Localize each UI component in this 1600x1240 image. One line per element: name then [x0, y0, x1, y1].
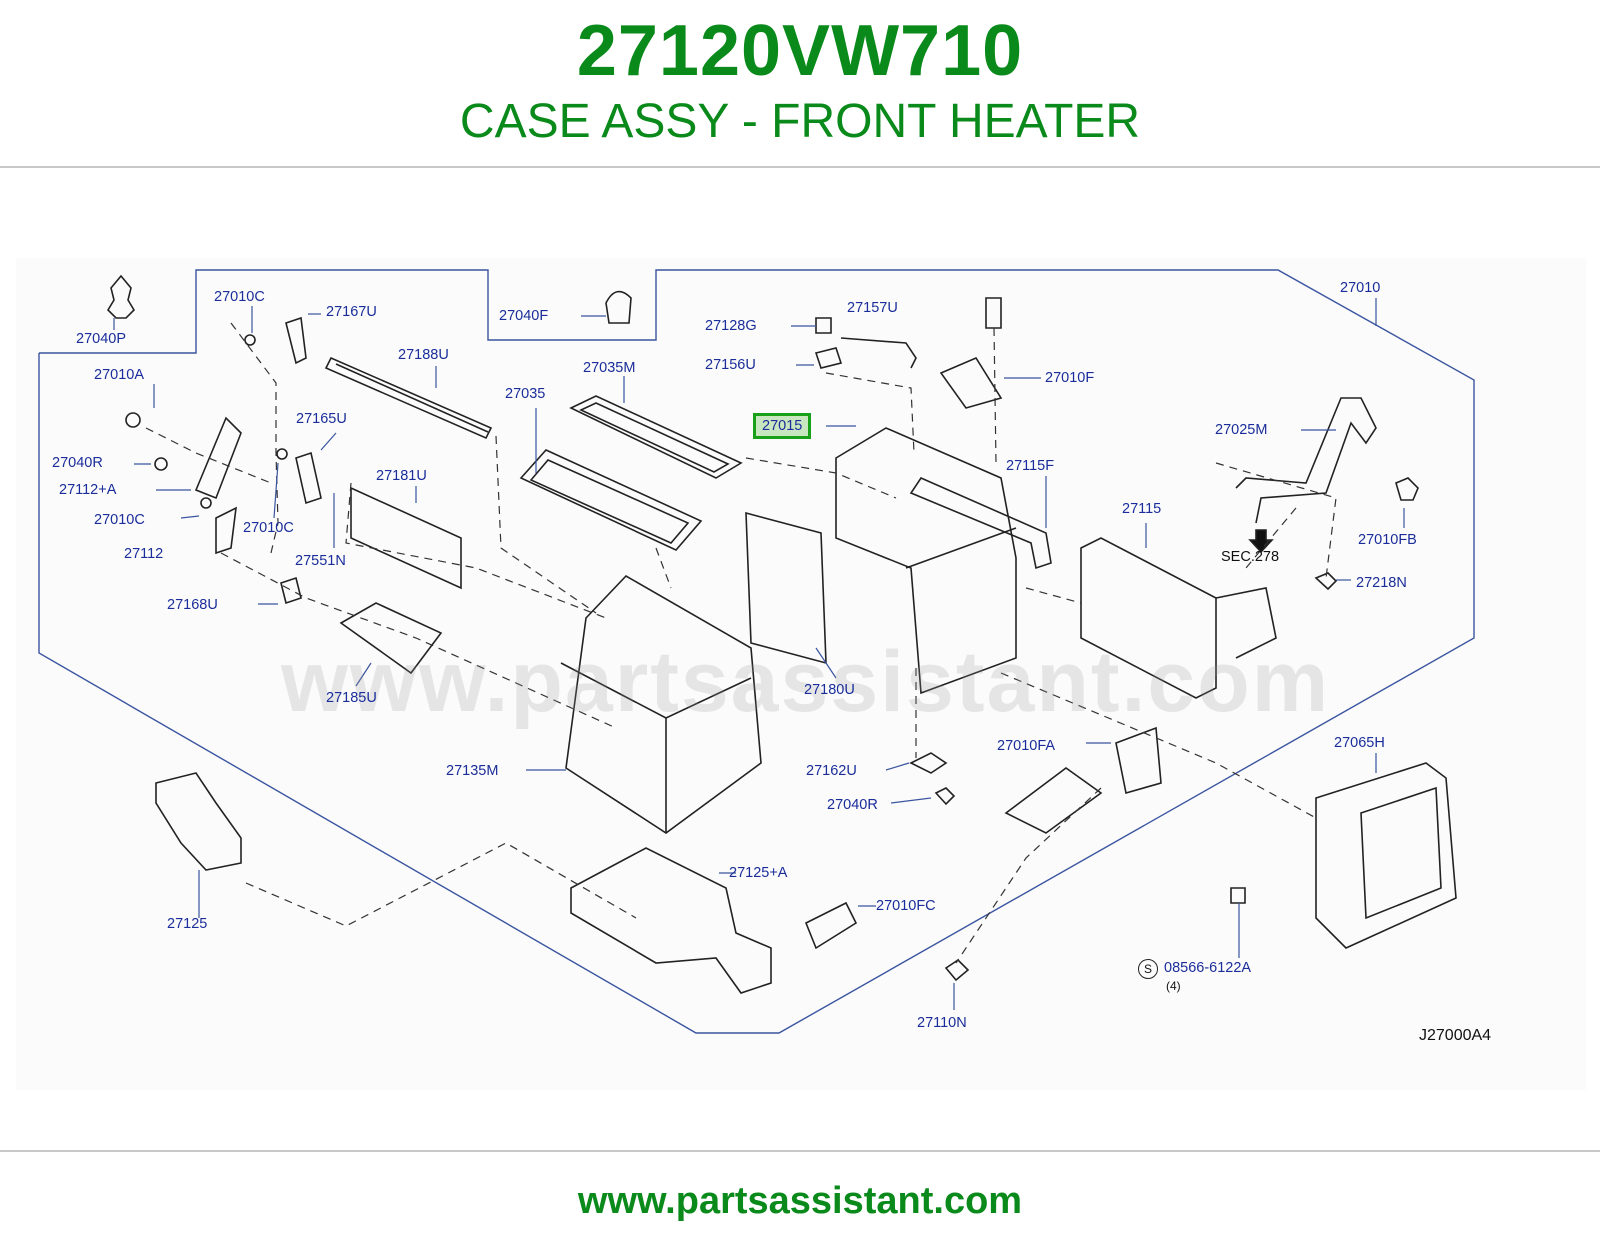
part-label[interactable]: 27185U: [326, 690, 377, 706]
part-label[interactable]: 27040R: [52, 455, 103, 471]
header-divider: [0, 166, 1600, 168]
footer-website[interactable]: www.partsassistant.com: [577, 1180, 1023, 1222]
part-label[interactable]: 27168U: [167, 597, 218, 613]
part-label[interactable]: 27115: [1122, 501, 1162, 517]
part-label[interactable]: 27010FB: [1358, 532, 1417, 548]
part-label[interactable]: 27112+A: [59, 482, 117, 498]
part-label[interactable]: 27112: [124, 546, 164, 562]
section-reference-label[interactable]: SEC.278: [1221, 549, 1280, 565]
part-label[interactable]: 27180U: [804, 682, 855, 698]
diagram-code: J27000A4: [1419, 1027, 1492, 1044]
part-label[interactable]: 27156U: [705, 357, 756, 373]
parts-diagram: www.partsassistant.com 27040P 27010C 271…: [16, 258, 1586, 1090]
part-drawings: [106, 274, 1457, 994]
part-label[interactable]: 27010C: [243, 520, 294, 536]
part-label[interactable]: 27167U: [326, 304, 377, 320]
part-label[interactable]: 27125+A: [729, 865, 788, 881]
watermark: www.partsassistant.com: [281, 634, 1331, 730]
part-label[interactable]: 27040R: [827, 797, 878, 813]
assembly-boundary: [38, 269, 1475, 1034]
part-label[interactable]: 27165U: [296, 411, 347, 427]
part-label[interactable]: 27010FC: [876, 898, 936, 914]
assembly-lines: [145, 322, 1337, 964]
part-label[interactable]: 27135M: [446, 763, 499, 779]
part-label[interactable]: 27110N: [917, 1015, 967, 1031]
part-label[interactable]: 27010C: [94, 512, 145, 528]
part-label[interactable]: 27188U: [398, 347, 449, 363]
part-label[interactable]: 27065H: [1334, 735, 1385, 751]
part-label[interactable]: 27025M: [1215, 422, 1268, 438]
part-number-title: 27120VW710: [576, 11, 1024, 91]
part-label[interactable]: 27040P: [76, 331, 126, 347]
part-label[interactable]: 27551N: [295, 553, 346, 569]
part-name-subtitle: CASE ASSY - FRONT HEATER: [459, 95, 1141, 148]
part-label[interactable]: 27010C: [214, 289, 265, 305]
part-label[interactable]: 08566-6122A: [1164, 960, 1252, 976]
s-standard-part-mark: S: [1138, 959, 1158, 979]
leader-lines: [113, 298, 1405, 1010]
part-label[interactable]: 27128G: [705, 318, 757, 334]
part-label[interactable]: 27218N: [1356, 575, 1407, 591]
part-label[interactable]: 27035M: [583, 360, 636, 376]
part-label[interactable]: 27010F: [1045, 370, 1095, 386]
part-label[interactable]: 27035: [505, 386, 546, 402]
part-label[interactable]: 27115F: [1006, 458, 1055, 474]
footer-divider: [0, 1150, 1600, 1152]
header: 27120VW710 CASE ASSY - FRONT HEATER: [0, 0, 1600, 170]
part-label[interactable]: 27010A: [94, 367, 144, 383]
highlighted-part-label[interactable]: 27015: [753, 413, 812, 439]
part-label[interactable]: 27125: [167, 916, 208, 932]
part-label[interactable]: 27181U: [376, 468, 427, 484]
part-label[interactable]: 27010: [1340, 280, 1381, 296]
part-label[interactable]: 27157U: [847, 300, 898, 316]
part-label[interactable]: 27010FA: [997, 738, 1056, 754]
part-label[interactable]: 27040F: [499, 308, 549, 324]
part-label[interactable]: 27162U: [806, 763, 857, 779]
diagram-drawing: [38, 269, 1475, 1034]
quantity-label: (4): [1166, 979, 1181, 993]
